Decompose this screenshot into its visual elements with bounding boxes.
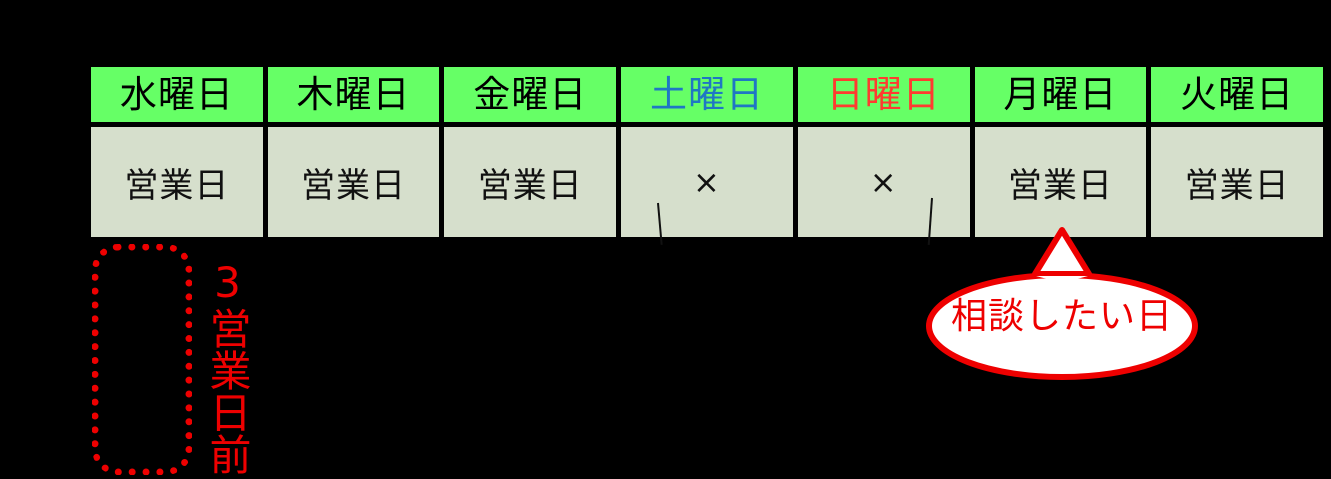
day-status-wednesday: 営業日 [91,127,263,237]
day-header-thursday: 木曜日 [267,67,440,122]
callout-oval [926,272,1198,380]
callout-tail [1032,227,1092,277]
callout-balloon-shape [926,227,1198,380]
day-header-wednesday: 水曜日 [91,67,263,122]
day-header-monday: 月曜日 [974,67,1147,122]
day-header-saturday: 土曜日 [621,67,793,122]
day-status-friday: 営業日 [444,127,617,237]
day-header-sunday: 日曜日 [797,67,970,122]
business-day-schedule-table: 水曜日 木曜日 金曜日 土曜日 日曜日 月曜日 火曜日 営業日 営業日 営業日 … [86,62,1328,242]
day-status-thursday: 営業日 [267,127,440,237]
day-status-monday: 営業日 [974,127,1147,237]
table-status-row: 営業日 営業日 営業日 × × 営業日 営業日 [91,127,1323,237]
day-header-tuesday: 火曜日 [1151,67,1323,122]
day-header-friday: 金曜日 [444,67,617,122]
lead-time-highlight-box [92,244,192,475]
target-day-callout: 相談したい日 [924,226,1200,380]
day-status-sunday: × [797,127,970,237]
table-header-row: 水曜日 木曜日 金曜日 土曜日 日曜日 月曜日 火曜日 [91,67,1323,122]
day-status-saturday: × [621,127,793,237]
callout-tail-join [1036,276,1088,280]
day-status-tuesday: 営業日 [1151,127,1323,237]
lead-time-note-label: 3営業日前 [203,258,252,475]
